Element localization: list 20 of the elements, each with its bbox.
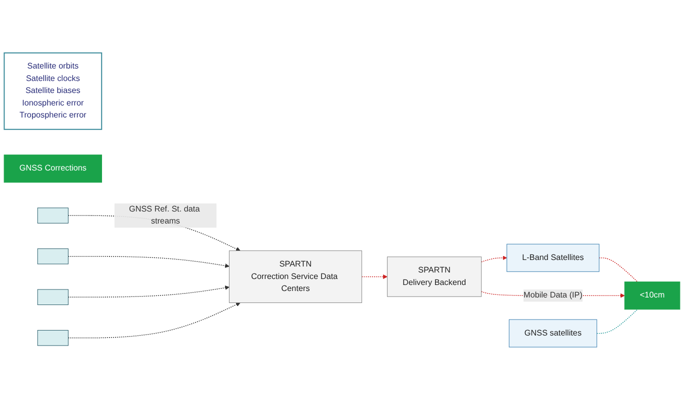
node-box: SPARTN Correction Service Data Centers — [228, 250, 362, 303]
node-box — [37, 208, 68, 224]
arrow — [68, 256, 230, 268]
node-box: Satellite orbits Satellite clocks Satellite biases Ionospheric error Tropospheric error — [4, 52, 102, 130]
node-box: L-Band Satellites — [506, 244, 600, 272]
arrow — [68, 302, 240, 338]
connector — [596, 308, 638, 334]
node-box: GNSS satellites — [508, 319, 598, 348]
node-box — [37, 289, 68, 306]
node-box — [37, 248, 68, 264]
edge-label: Mobile Data (IP) — [524, 291, 582, 300]
node-box — [37, 330, 68, 346]
node-box: SPARTN Delivery Backend — [387, 256, 482, 297]
node-box: GNSS Corrections — [4, 154, 102, 183]
edge-label: GNSS Ref. St. data streams — [128, 204, 200, 226]
arrow — [68, 286, 230, 298]
arrow — [361, 274, 388, 279]
node-box: <10cm — [624, 282, 680, 310]
connector — [598, 257, 638, 282]
arrow — [480, 256, 508, 262]
